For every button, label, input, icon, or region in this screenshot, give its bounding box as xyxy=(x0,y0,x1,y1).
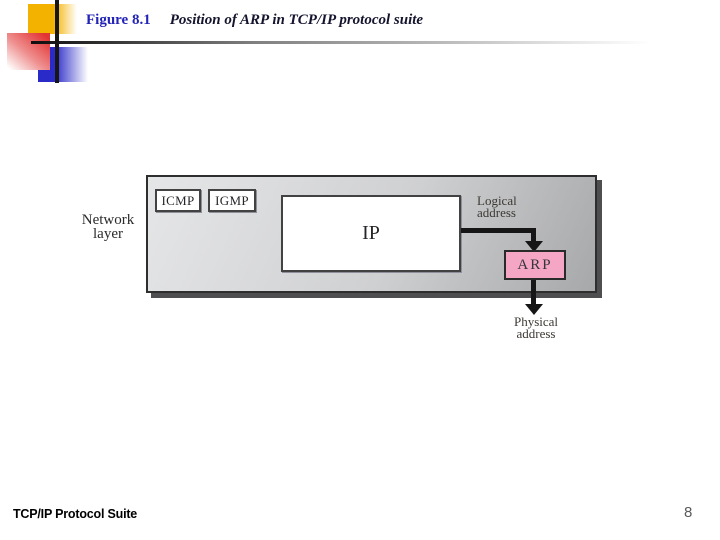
physical-address-label: Physical address xyxy=(500,314,572,341)
ip-to-arp-arrowhead-icon xyxy=(525,241,543,252)
ip-box: IP xyxy=(281,195,461,272)
logical-address-line1: Logical xyxy=(477,193,517,208)
logical-address-label: Logical address xyxy=(477,193,517,220)
arp-to-physical-arrowhead-icon xyxy=(525,304,543,315)
igmp-box: IGMP xyxy=(208,189,256,212)
network-layer-panel: ICMP IGMP IP xyxy=(146,175,597,293)
logo-vertical-line xyxy=(55,0,59,83)
icmp-label: ICMP xyxy=(161,192,195,208)
slide-title: Figure 8.1 Position of ARP in TCP/IP pro… xyxy=(86,12,423,29)
arp-box: ARP xyxy=(504,250,566,280)
footer-title: TCP/IP Protocol Suite xyxy=(13,507,138,521)
logo-yellow-square xyxy=(28,4,77,34)
ip-label: IP xyxy=(362,222,380,244)
page-number: 8 xyxy=(684,504,693,521)
igmp-label: IGMP xyxy=(215,192,249,208)
ip-to-arp-arrow-horizontal xyxy=(461,228,536,233)
arp-label: ARP xyxy=(517,256,553,273)
network-layer-label: Network layer xyxy=(70,212,146,242)
network-layer-label-line1: Network xyxy=(81,212,135,228)
arp-to-physical-arrow-vertical xyxy=(531,280,536,306)
logo-red-square xyxy=(7,33,50,70)
figure-caption: Position of ARP in TCP/IP protocol suite xyxy=(169,12,424,28)
logical-address-line2: address xyxy=(477,205,516,220)
icmp-box: ICMP xyxy=(155,189,201,212)
physical-address-line2: address xyxy=(516,326,556,341)
physical-address-line1: Physical xyxy=(513,314,559,329)
ip-to-arp-arrow-vertical xyxy=(531,228,536,243)
title-underline-rule xyxy=(31,41,671,44)
network-layer-label-line2: layer xyxy=(93,226,123,242)
figure-number: Figure 8.1 xyxy=(86,12,151,28)
